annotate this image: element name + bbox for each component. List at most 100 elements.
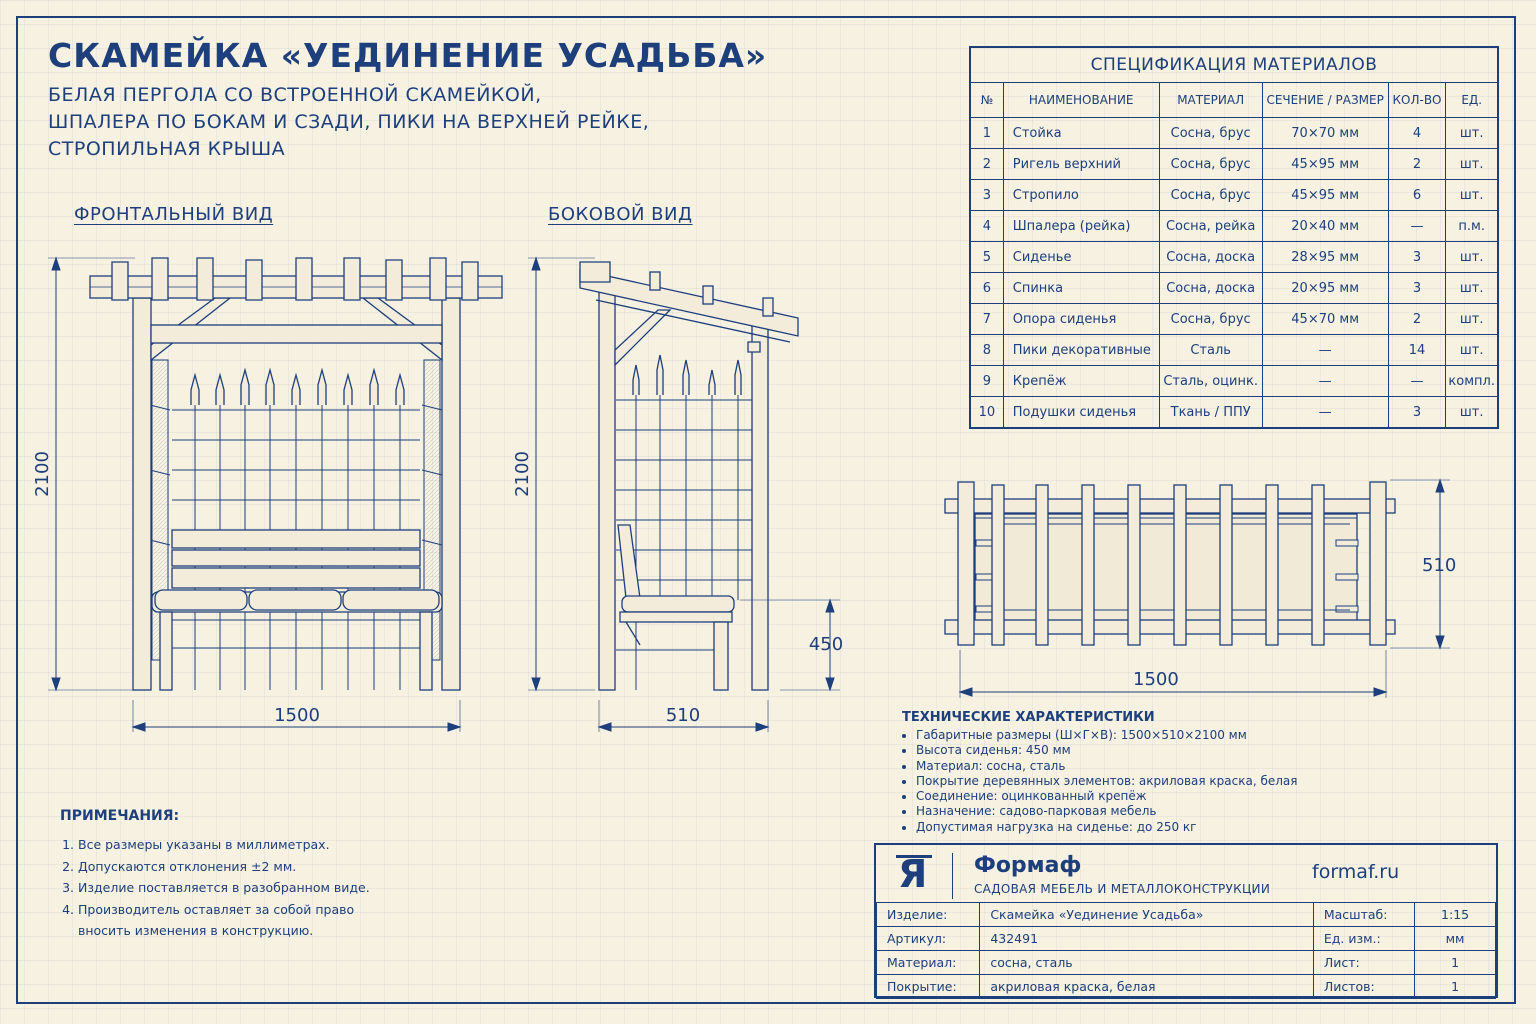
- spec-cell: —: [1261, 396, 1389, 429]
- spec-table: СПЕЦИФИКАЦИЯ МАТЕРИАЛОВ № НАИМЕНОВАНИЕ М…: [969, 46, 1499, 429]
- spec-cell: 5: [969, 241, 1004, 273]
- spec-cell: Крепёж: [1002, 365, 1160, 397]
- spec-cell: 2: [1387, 303, 1447, 335]
- spec-cell: —: [1261, 365, 1389, 397]
- tech-item: Назначение: садово-парковая мебель: [916, 804, 1298, 819]
- title-block-value: акриловая краска, белая: [979, 974, 1314, 999]
- page-title: СКАМЕЙКА «УЕДИНЕНИЕ УСАДЬБА»: [48, 36, 768, 75]
- front-spikes: [190, 367, 405, 405]
- spec-cell: 6: [969, 272, 1004, 304]
- side-spikes: [632, 354, 742, 395]
- tech-item: Допустимая нагрузка на сиденье: до 250 к…: [916, 820, 1298, 835]
- spec-header: ЕД.: [1445, 82, 1499, 118]
- title-block-label: Покрытие:: [875, 974, 981, 999]
- spec-cell: 28×95 мм: [1261, 241, 1389, 273]
- spec-cell: 14: [1387, 334, 1447, 366]
- spec-cell: 6: [1387, 179, 1447, 211]
- spec-cell: 1: [969, 117, 1004, 149]
- spec-cell: Подушки сиденья: [1002, 396, 1160, 429]
- spec-cell: 45×95 мм: [1261, 148, 1389, 180]
- tech-item: Покрытие деревянных элементов: акриловая…: [916, 774, 1298, 789]
- spec-cell: 4: [969, 210, 1004, 242]
- spec-cell: Сосна, брус: [1158, 117, 1263, 149]
- spec-cell: шт.: [1445, 272, 1499, 304]
- spec-cell: 3: [1387, 272, 1447, 304]
- title-block-value2: 1: [1414, 950, 1496, 975]
- title-block-table: Изделие:Скамейка «Уединение Усадьба»Масш…: [875, 902, 1496, 999]
- front-height-dim: 2100: [32, 451, 53, 497]
- tech-item: Высота сиденья: 450 мм: [916, 743, 1298, 758]
- title-block-label2: Ед. изм.:: [1312, 926, 1416, 951]
- side-post-front: [598, 289, 616, 691]
- spec-cell: 4: [1387, 117, 1447, 149]
- note-item: Допускаются отклонения ±2 мм.: [78, 856, 370, 878]
- spec-cell: Сосна, доска: [1158, 241, 1263, 273]
- spec-cell: 20×40 мм: [1261, 210, 1389, 242]
- logo-icon: Я: [898, 852, 928, 896]
- spec-header: №: [969, 82, 1004, 118]
- logo-divider: [952, 853, 953, 899]
- spec-cell: Сосна, брус: [1158, 148, 1263, 180]
- subtitle-line-1: БЕЛАЯ ПЕРГОЛА СО ВСТРОЕННОЙ СКАМЕЙКОЙ,: [48, 84, 542, 106]
- spec-cell: 45×70 мм: [1261, 303, 1389, 335]
- spec-cell: Ригель верхний: [1002, 148, 1160, 180]
- top-view-drawing: [944, 478, 1450, 698]
- spec-cell: —: [1387, 210, 1447, 242]
- title-block-label2: Масштаб:: [1312, 902, 1416, 927]
- title-block-value2: 1: [1414, 974, 1496, 999]
- spec-cell: Сиденье: [1002, 241, 1160, 273]
- spec-cell: 70×70 мм: [1261, 117, 1389, 149]
- title-block-row: Изделие:Скамейка «Уединение Усадьба»Масш…: [875, 902, 1496, 927]
- spec-cell: 8: [969, 334, 1004, 366]
- spec-cell: 2: [969, 148, 1004, 180]
- side-view-label: БОКОВОЙ ВИД: [548, 204, 693, 225]
- title-block-value: Скамейка «Уединение Усадьба»: [979, 902, 1314, 927]
- tech-item: Соединение: оцинкованный крепёж: [916, 789, 1298, 804]
- spec-cell: Ткань / ППУ: [1158, 396, 1263, 429]
- spec-cell: Сталь: [1158, 334, 1263, 366]
- spec-cell: п.м.: [1445, 210, 1499, 242]
- side-height-dim: 2100: [512, 451, 533, 497]
- spec-cell: шт.: [1445, 179, 1499, 211]
- title-block: Я Формаф САДОВАЯ МЕБЕЛЬ И МЕТАЛЛОКОНСТРУ…: [874, 843, 1498, 999]
- spec-cell: 45×95 мм: [1261, 179, 1389, 211]
- logo-bar: [896, 855, 932, 858]
- title-block-label: Изделие:: [875, 902, 981, 927]
- top-frame-inner: [974, 513, 1358, 627]
- spec-cell: компл.: [1445, 365, 1499, 397]
- spec-header-row: № НАИМЕНОВАНИЕ МАТЕРИАЛ СЕЧЕНИЕ / РАЗМЕР…: [969, 82, 1499, 118]
- spec-header: СЕЧЕНИЕ / РАЗМЕР: [1261, 82, 1389, 118]
- spec-cell: 20×95 мм: [1261, 272, 1389, 304]
- front-lower-beam: [150, 324, 443, 344]
- spec-cell: Сосна, брус: [1158, 303, 1263, 335]
- front-view-label: ФРОНТАЛЬНЫЙ ВИД: [74, 204, 274, 225]
- brand-name: Формаф: [974, 853, 1082, 878]
- spec-cell: 2: [1387, 148, 1447, 180]
- spec-header: НАИМЕНОВАНИЕ: [1002, 82, 1160, 118]
- spec-cell: Стойка: [1002, 117, 1160, 149]
- top-depth-dim: 510: [1422, 555, 1457, 576]
- notes-heading: ПРИМЕЧАНИЯ:: [60, 808, 180, 824]
- title-block-value: 432491: [979, 926, 1314, 951]
- drawing-frame: [16, 16, 1516, 1004]
- front-post-left: [132, 297, 152, 691]
- spec-cell: шт.: [1445, 303, 1499, 335]
- side-view-drawing: 510 2100 450: [512, 256, 843, 732]
- spec-cell: 3: [1387, 396, 1447, 429]
- brand-url[interactable]: formaf.ru: [1312, 861, 1400, 883]
- front-width-dim: 1500: [274, 705, 320, 726]
- side-bench: [617, 524, 735, 691]
- tech-item: Материал: сосна, сталь: [916, 759, 1298, 774]
- note-item: Производитель оставляет за собой право в…: [78, 899, 368, 942]
- spec-cell: Сталь, оцинк.: [1158, 365, 1263, 397]
- spec-cell: Пики декоративные: [1002, 334, 1160, 366]
- front-bench: [151, 529, 443, 691]
